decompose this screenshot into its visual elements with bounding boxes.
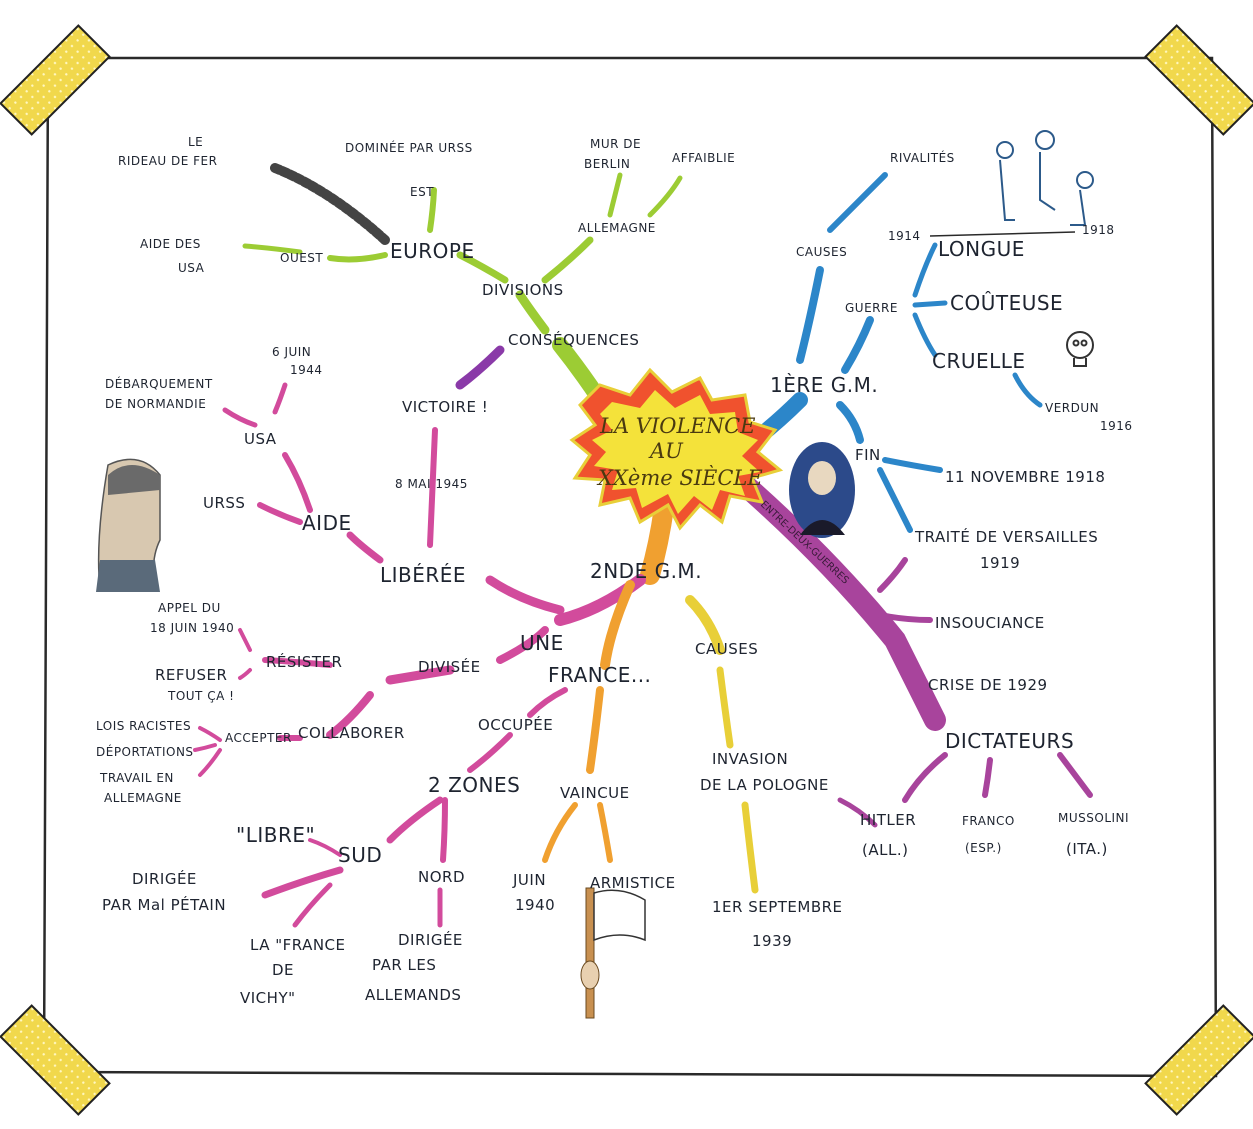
node-1sept-2: 1939 [752, 932, 792, 950]
node-vichy-3: VICHY" [240, 989, 296, 1007]
node-france: FRANCE... [548, 663, 651, 687]
node-travail-1: TRAVAIL EN [99, 771, 174, 785]
node-vichy-1: LA "FRANCE [250, 936, 346, 954]
node-lois-racistes: LOIS RACISTES [96, 719, 191, 733]
node-6juin-2: 1944 [290, 363, 323, 377]
node-sud: SUD [338, 843, 382, 867]
node-pologne-2: DE LA POLOGNE [700, 776, 829, 794]
node-allemands-2: PAR LES [372, 956, 436, 974]
node-accepter: ACCEPTER [225, 731, 292, 745]
node-nord: NORD [418, 868, 465, 886]
node-deportations: DÉPORTATIONS [96, 744, 194, 759]
node-aide: AIDE [302, 511, 352, 535]
node-juin1940-2: 1940 [515, 896, 555, 914]
node-debarquement-1: DÉBARQUEMENT [105, 376, 213, 391]
node-pologne-1: INVASION [712, 750, 788, 768]
node-franco-1: FRANCO [962, 814, 1015, 828]
node-armistice: ARMISTICE [590, 874, 676, 892]
node-1918: 1918 [1082, 223, 1115, 237]
node-petain-2: PAR Mal PÉTAIN [102, 895, 226, 914]
node-usa: USA [244, 430, 277, 448]
node-ww1: 1ÈRE G.M. [770, 373, 878, 397]
node-est: EST [410, 185, 434, 199]
center-title-line1: LA VIOLENCE [599, 414, 756, 438]
node-verdun-1: VERDUN [1045, 401, 1099, 415]
node-hitler-2: (ALL.) [862, 841, 908, 859]
node-juin1940-1: JUIN [512, 871, 546, 889]
node-liberee: LIBÉRÉE [380, 563, 466, 587]
node-europe: EUROPE [390, 239, 475, 263]
node-collaborer: COLLABORER [298, 724, 405, 742]
node-allemands-1: DIRIGÉE [398, 930, 463, 949]
node-vichy-2: DE [272, 961, 294, 979]
node-aide-usa-2: USA [178, 261, 205, 275]
node-allemands-3: ALLEMANDS [365, 986, 461, 1004]
node-resister: RÉSISTER [266, 652, 342, 671]
node-guerre: GUERRE [845, 301, 898, 315]
node-versailles-2: 1919 [980, 554, 1020, 572]
node-11nov: 11 NOVEMBRE 1918 [945, 468, 1105, 486]
node-rideau-le: LE [188, 135, 203, 149]
node-debarquement-2: DE NORMANDIE [105, 397, 206, 411]
node-refuser-2: TOUT ÇA ! [167, 689, 234, 703]
node-mur-1: MUR DE [590, 137, 641, 151]
node-hitler-1: HITLER [860, 811, 916, 829]
node-dictateurs: DICTATEURS [945, 729, 1074, 753]
node-appel-1: APPEL DU [158, 601, 221, 615]
node-divisions: DIVISIONS [482, 281, 564, 299]
center-title-line3: XXème SIÈCLE [596, 466, 763, 490]
node-refuser-1: REFUSER [155, 666, 227, 684]
node-occupee: OCCUPÉE [478, 715, 553, 734]
center-title-line2: AU [648, 439, 684, 463]
node-mur-2: BERLIN [584, 157, 630, 171]
de-gaulle-portrait [96, 459, 160, 592]
node-rivalites: RIVALITÉS [890, 150, 955, 165]
node-urss: URSS [203, 494, 245, 512]
clemenceau-portrait [789, 442, 855, 538]
node-6juin-1: 6 JUIN [272, 345, 311, 359]
node-insouciance: INSOUCIANCE [935, 614, 1045, 632]
node-longue: LONGUE [938, 237, 1025, 261]
node-appel-2: 18 JUIN 1940 [150, 621, 234, 635]
node-vaincue: VAINCUE [560, 784, 630, 802]
node-mussolini-2: (ITA.) [1066, 840, 1108, 858]
node-affaiblie: AFFAIBLIE [672, 151, 735, 165]
node-rideau: RIDEAU DE FER [118, 154, 217, 168]
node-mussolini-1: MUSSOLINI [1058, 811, 1129, 825]
node-1914: 1914 [888, 229, 921, 243]
node-ouest: OUEST [280, 251, 323, 265]
node-crise: CRISE DE 1929 [928, 676, 1048, 694]
node-1sept-1: 1ER SEPTEMBRE [712, 898, 843, 916]
node-petain-1: DIRIGÉE [132, 869, 197, 888]
node-couteuse: COÛTEUSE [950, 291, 1063, 315]
node-dominee-urss: DOMINÉE PAR URSS [345, 140, 473, 155]
node-franco-2: (ESP.) [965, 841, 1002, 855]
node-allemagne: ALLEMAGNE [578, 221, 656, 235]
node-8mai: 8 MAI 1945 [395, 477, 468, 491]
node-causes-ww2: CAUSES [695, 640, 758, 658]
node-une: UNE [520, 631, 564, 655]
node-travail-2: ALLEMAGNE [104, 791, 182, 805]
node-victoire: VICTOIRE ! [402, 398, 488, 416]
branch-nord [443, 800, 445, 860]
node-consequences: CONSÉQUENCES [508, 330, 639, 349]
node-cruelle: CRUELLE [932, 349, 1026, 373]
node-ww2: 2NDE G.M. [590, 559, 702, 583]
branch-couteuse [915, 303, 945, 305]
node-zones: 2 ZONES [428, 773, 520, 797]
node-versailles-1: TRAITÉ DE VERSAILLES [914, 527, 1098, 546]
node-fin: FIN [855, 446, 881, 464]
node-causes-ww1: CAUSES [796, 245, 847, 259]
node-divisee: DIVISÉE [418, 657, 481, 676]
node-libre: "LIBRE" [236, 823, 315, 847]
node-verdun-2: 1916 [1100, 419, 1133, 433]
node-aide-usa-1: AIDE DES [140, 237, 201, 251]
